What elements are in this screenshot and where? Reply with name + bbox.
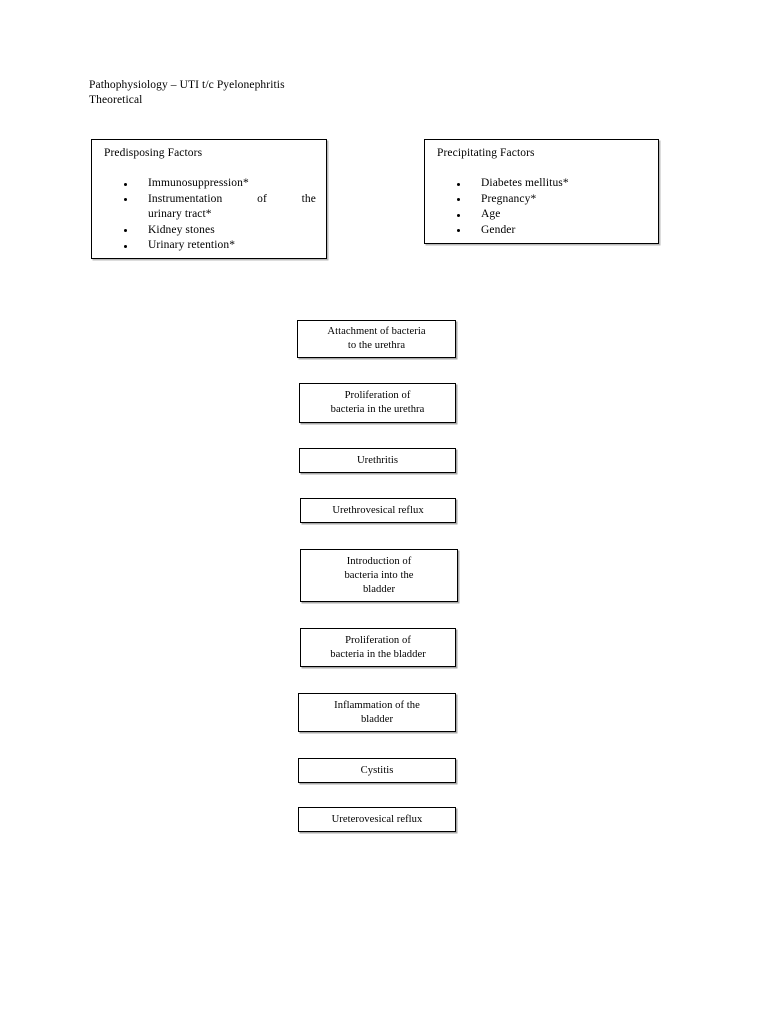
- flow-step-ureterovesical-reflux: Ureterovesical reflux: [298, 807, 456, 832]
- bullet-icon: [124, 198, 128, 202]
- flow-step-inflammation-of-bladder: Inflammation of the bladder: [298, 693, 456, 732]
- flow-step-attachment-of-bacteria: Attachment of bacteria to the urethra: [297, 320, 456, 358]
- bullet-icon: [457, 182, 461, 186]
- list-item: Immunosuppression*: [114, 176, 316, 192]
- flow-step-label: Proliferation of bacteria in the urethra: [330, 390, 425, 415]
- bullet-icon: [457, 198, 461, 202]
- list-item: Diabetes mellitus*: [447, 176, 648, 192]
- flow-step-urethritis: Urethritis: [299, 448, 456, 473]
- list-item-label: Diabetes mellitus*: [481, 177, 569, 189]
- list-item: Instrumentation of the urinary tract*: [114, 192, 316, 223]
- list-item-label: Immunosuppression*: [148, 177, 249, 189]
- list-item: Kidney stones: [114, 223, 316, 239]
- flow-step-proliferation-bladder: Proliferation of bacteria in the bladder: [300, 628, 456, 667]
- list-item-label: Gender: [481, 223, 516, 236]
- precipitating-factors-box: Precipitating Factors Diabetes mellitus*…: [424, 139, 659, 244]
- flow-step-label: Attachment of bacteria to the urethra: [327, 326, 426, 351]
- flow-step-label: Proliferation of bacteria in the bladder: [330, 634, 426, 660]
- bullet-icon: [124, 182, 128, 186]
- list-item: Age: [447, 207, 648, 223]
- predisposing-factors-box: Predisposing Factors Immunosuppression* …: [91, 139, 327, 259]
- list-item-label: Urinary retention*: [148, 239, 236, 251]
- bullet-icon: [457, 213, 461, 217]
- predisposing-factors-list: Immunosuppression* Instrumentation of th…: [114, 176, 316, 254]
- page-title: Pathophysiology – UTI t/c Pyelonephritis…: [89, 79, 285, 106]
- precipitating-factors-heading: Precipitating Factors: [437, 147, 535, 159]
- precipitating-factors-list: Diabetes mellitus* Pregnancy* Age Gender: [447, 176, 648, 238]
- list-item-label-tail: urinary tract*: [148, 208, 212, 220]
- flow-step-label: Ureterovesical reflux: [331, 813, 423, 825]
- flow-step-label: Cystitis: [360, 764, 394, 776]
- predisposing-factors-heading: Predisposing Factors: [104, 147, 203, 159]
- bullet-icon: [457, 229, 461, 233]
- flow-step-cystitis: Cystitis: [298, 758, 456, 783]
- flow-step-label: Inflammation of the bladder: [334, 699, 420, 725]
- list-item: Gender: [447, 223, 648, 239]
- bullet-icon: [124, 244, 128, 248]
- list-item: Urinary retention*: [114, 238, 316, 254]
- list-item: Pregnancy*: [447, 192, 648, 208]
- list-item-label: Instrumentation of the urinary tract*: [148, 192, 316, 223]
- list-item-label: Kidney stones: [148, 223, 215, 236]
- flow-step-introduction-into-bladder: Introduction of bacteria into the bladde…: [300, 549, 458, 602]
- flow-step-urethrovesical-reflux: Urethrovesical reflux: [300, 498, 456, 523]
- list-item-label: Pregnancy*: [481, 192, 537, 205]
- flow-step-label: Introduction of bacteria into the bladde…: [344, 555, 414, 595]
- flow-step-label: Urethritis: [356, 454, 399, 466]
- flow-step-label: Urethrovesical reflux: [332, 504, 424, 516]
- flow-step-proliferation-urethra: Proliferation of bacteria in the urethra: [299, 383, 456, 423]
- bullet-icon: [124, 229, 128, 233]
- list-item-label-head: Instrumentation of the: [148, 192, 316, 205]
- list-item-label: Age: [481, 208, 501, 220]
